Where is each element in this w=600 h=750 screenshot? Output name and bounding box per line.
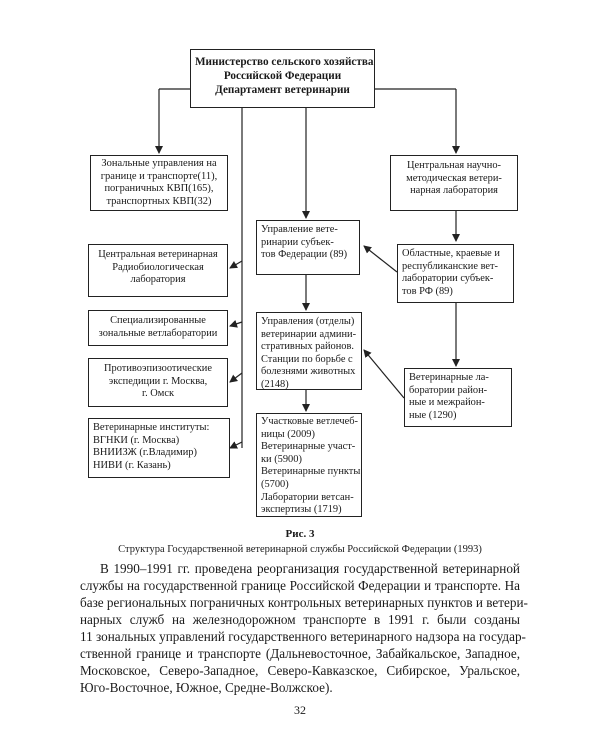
districts-line: Станции по борьбе с xyxy=(261,353,353,365)
districts-line: (2148) xyxy=(261,378,289,390)
central-lab-line: нарная лаборатория xyxy=(410,185,498,197)
subjects-line: Управление вете- xyxy=(261,224,338,235)
local-line: ки (5900) xyxy=(261,453,302,465)
paragraph-line: ственной границе и транспорте (Дальневос… xyxy=(80,646,520,661)
specialized-labs-box: Специализированные зональные ветлаборато… xyxy=(88,310,228,346)
antiepizootic-line: экспедиции г. Москва, xyxy=(108,375,208,387)
radiobio-line: лаборатория xyxy=(130,274,186,286)
paragraph-line: нарных служб на железнодорожном транспор… xyxy=(80,612,520,627)
radiobiological-lab-box: Центральная ветеринарная Радиобиологичес… xyxy=(88,244,228,297)
local-line: Участковые ветлечеб- xyxy=(261,416,359,427)
zonal-line: Зональные управления на xyxy=(101,158,217,169)
regional-labs-box: Областные, краевые и республиканские вет… xyxy=(397,244,514,303)
local-line: Ветеринарные участ- xyxy=(261,441,356,453)
institutes-line: НИВИ (г. Казань) xyxy=(93,459,171,471)
vet-institutes-box: Ветеринарные институты: ВГНКИ (г. Москва… xyxy=(88,418,230,478)
zonal-line: границе и транспорте(11), xyxy=(100,170,218,182)
districts-line: болезнями животных xyxy=(261,366,356,378)
regional-labs-line: тов РФ (89) xyxy=(402,285,453,297)
district-labs-line: Ветеринарные ла- xyxy=(409,372,489,383)
radiobio-line: Радиобиологическая xyxy=(112,261,204,273)
radiobio-line: Центральная ветеринарная xyxy=(98,249,218,260)
paragraph-line: Московское, Северо-Западное, Северо-Кавк… xyxy=(80,663,520,678)
body-paragraph: В 1990–1991 гг. проведена реорганизация … xyxy=(80,560,528,696)
institutes-line: ВНИИЗЖ (г.Владимир) xyxy=(93,447,197,459)
antiepizootic-line: Противоэпизоотические xyxy=(104,363,212,374)
paragraph-line: В 1990–1991 гг. проведена реорганизация … xyxy=(100,561,520,576)
ministry-line: Российской Федерации xyxy=(223,70,342,82)
zonal-administrations-box: Зональные управления на границе и трансп… xyxy=(90,155,228,211)
ministry-line: Департамент ветеринарии xyxy=(215,84,350,96)
ministry-box: Министерство сельского хозяйства Российс… xyxy=(190,49,375,108)
district-administrations-box: Управления (отделы) ветеринарии админи- … xyxy=(256,312,362,390)
local-line: ницы (2009) xyxy=(261,428,315,440)
specialized-line: Специализированные xyxy=(110,315,206,326)
paragraph-line: 11 зональных управлений государственного… xyxy=(80,629,526,644)
central-lab-line: Центральная научно- xyxy=(407,160,501,171)
local-line: Ветеринарные пункты xyxy=(261,466,361,478)
district-labs-box: Ветеринарные ла- боратории район- ные и … xyxy=(404,368,512,427)
paragraph-line: службы на государственной границе Россий… xyxy=(80,578,520,593)
local-line: экспертизы (1719) xyxy=(261,504,342,516)
subjects-line: тов Федерации (89) xyxy=(261,249,348,261)
antiepizootic-line: г. Омск xyxy=(141,388,175,400)
zonal-line: транспортных КВП(32) xyxy=(106,195,212,207)
central-lab-line: методическая ветери- xyxy=(406,172,502,184)
figure-caption: Структура Государственной ветеринарной с… xyxy=(118,544,482,555)
antiepizootic-expeditions-box: Противоэпизоотические экспедиции г. Моск… xyxy=(88,358,228,407)
subjects-administration-box: Управление вете- ринарии субъек- тов Фед… xyxy=(256,220,360,275)
district-labs-line: ные (1290) xyxy=(409,409,457,421)
districts-line: стративных районов. xyxy=(261,341,354,353)
regional-labs-line: Областные, краевые и xyxy=(402,248,500,259)
districts-line: Управления (отделы) xyxy=(261,316,355,327)
district-labs-line: боратории район- xyxy=(409,384,488,396)
regional-labs-line: республиканские вет- xyxy=(402,260,499,272)
local-services-box: Участковые ветлечеб- ницы (2009) Ветерин… xyxy=(256,413,362,517)
institutes-line: Ветеринарные институты: xyxy=(93,422,210,433)
paragraph-line: базе региональных пограничных контрольны… xyxy=(80,595,528,610)
institutes-line: ВГНКИ (г. Москва) xyxy=(93,434,180,446)
local-line: (5700) xyxy=(261,478,289,490)
ministry-line: Министерство сельского хозяйства xyxy=(195,56,374,68)
central-lab-box: Центральная научно- методическая ветери-… xyxy=(390,155,518,211)
subjects-line: ринарии субъек- xyxy=(261,236,334,248)
local-line: Лаборатории ветсан- xyxy=(261,491,354,503)
figure-number: Рис. 3 xyxy=(285,528,315,540)
districts-line: ветеринарии админи- xyxy=(261,328,357,340)
zonal-line: пограничных КВП(165), xyxy=(104,183,214,195)
regional-labs-line: лаборатории субъек- xyxy=(402,273,494,285)
specialized-line: зональные ветлаборатории xyxy=(98,327,218,339)
page-number: 32 xyxy=(294,703,306,717)
paragraph-line: Юго-Восточное, Южное, Средне-Волжское). xyxy=(80,680,333,695)
district-labs-line: ные и межрайон- xyxy=(409,397,485,409)
